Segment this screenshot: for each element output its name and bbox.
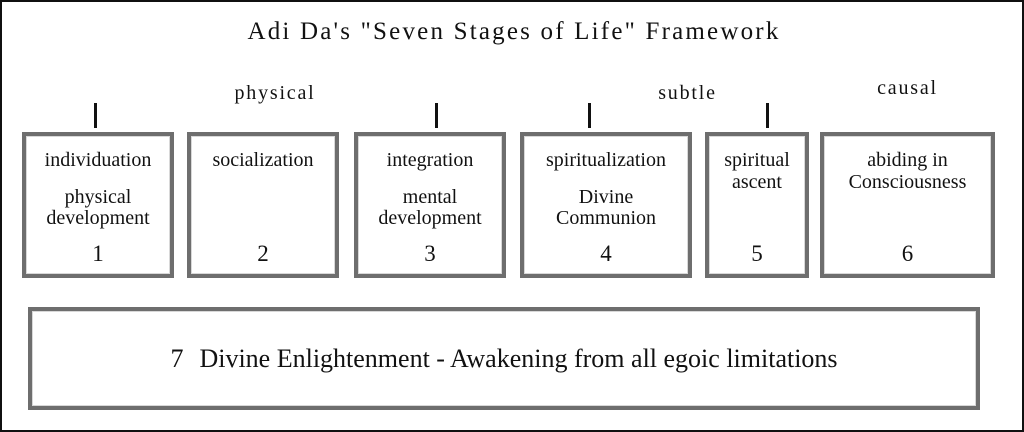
stage-box-6: abiding in Consciousness 6 xyxy=(820,132,995,278)
stage-seven-number: 7 xyxy=(170,343,184,373)
stage-number-5: 5 xyxy=(751,241,763,266)
stage-label-6: abiding in Consciousness xyxy=(848,149,967,193)
stage-inner-5: spiritual ascent 5 xyxy=(709,136,805,274)
stage-number-6: 6 xyxy=(901,241,914,266)
stage-number-2: 2 xyxy=(257,241,269,266)
stage-seven-box: 7 Divine Enlightenment - Awakening from a… xyxy=(28,307,980,410)
stage-label-4: spiritualization xyxy=(546,149,666,171)
stage-seven-inner: 7 Divine Enlightenment - Awakening from a… xyxy=(32,311,976,406)
stage-box-1: individuation physical development 1 xyxy=(22,132,174,278)
stage-box-2: socialization 2 xyxy=(187,132,339,278)
stage-sub-4: Divine Communion xyxy=(555,186,656,229)
stage-seven-text: 7 Divine Enlightenment - Awakening from a… xyxy=(170,344,837,374)
stage-number-4: 4 xyxy=(600,241,612,266)
stage-box-3: integration mental development 3 xyxy=(354,132,506,278)
stage-inner-2: socialization 2 xyxy=(191,136,335,274)
stage-sub-3: mental development xyxy=(378,186,482,229)
stage-inner-1: individuation physical development 1 xyxy=(26,136,170,274)
stage-label-5: spiritual ascent xyxy=(724,149,790,193)
stage-number-3: 3 xyxy=(424,241,436,266)
stage-box-5: spiritual ascent 5 xyxy=(705,132,809,278)
stage-label-1: individuation xyxy=(44,149,152,171)
group-label-subtle: subtle xyxy=(588,82,787,104)
stage-inner-6: abiding in Consciousness 6 xyxy=(824,136,991,274)
group-label-physical: physical xyxy=(94,82,456,104)
page-title: Adi Da's "Seven Stages of Life" Framewor… xyxy=(247,18,781,45)
stage-seven-label: Divine Enlightenment - Awakening from al… xyxy=(199,343,838,373)
stage-label-3: integration xyxy=(386,149,474,171)
stage-number-1: 1 xyxy=(92,241,104,266)
stage-sub-1: physical development xyxy=(46,186,150,229)
group-label-causal: causal xyxy=(877,77,938,99)
stage-inner-3: integration mental development 3 xyxy=(358,136,502,274)
stage-label-2: socialization xyxy=(212,149,314,171)
